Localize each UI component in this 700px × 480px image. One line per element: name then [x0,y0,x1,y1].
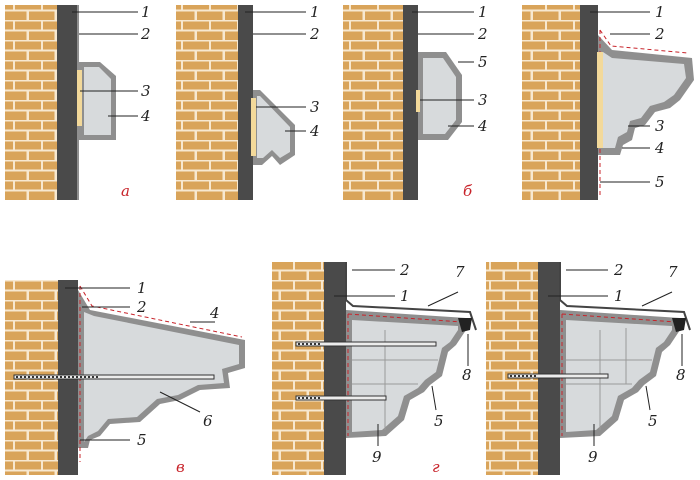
adhesive-dash-line [599,29,689,195]
label-1: 1 [141,3,151,21]
label-5: 5 [655,173,665,191]
label-9: 9 [588,448,598,466]
adhesive-strip [77,70,82,126]
concrete-wall [403,5,418,200]
label-3: 3 [310,98,320,116]
adhesive-strip [416,90,420,112]
concrete-wall [238,5,253,200]
label-8: 8 [676,366,686,384]
cornice-core [352,320,458,432]
label-7: 7 [668,263,678,281]
brick-wall [176,5,238,200]
label-1: 1 [614,287,624,305]
drip-profile [672,318,686,332]
anchor-rod [507,373,609,379]
label-5: 5 [648,412,658,430]
label-1: 1 [655,3,665,21]
cornice-core [257,96,290,158]
label-7: 7 [455,263,465,281]
label-2: 2 [140,25,151,43]
label-3: 3 [141,82,151,100]
anchor-rod-lower [295,395,387,401]
label-1: 1 [478,3,488,21]
adhesive-strip [597,52,603,148]
label-4: 4 [140,107,151,125]
label-2: 2 [477,25,488,43]
brick-wall [272,262,324,475]
label-3: 3 [655,117,665,135]
cornice-core [423,58,456,134]
label-5: 5 [137,431,147,449]
panel-letter: в [176,458,185,476]
adhesive-dash-line [79,285,243,462]
label-3: 3 [478,91,488,109]
cornice-core [603,52,686,148]
brick-wall [5,5,57,200]
adhesive-dash-line [347,313,463,436]
panel-b: 1 2 5 3 4 б [343,3,488,200]
core-divisions [566,328,652,430]
label-8: 8 [462,366,472,384]
concrete-wall [538,262,560,475]
label-4: 4 [477,117,488,135]
label-4: 4 [309,122,320,140]
adhesive-dash-line [561,313,677,436]
panel-b-variant: 1 2 3 4 5 [522,3,694,200]
panel-letter: а [121,182,130,200]
panel-v: 1 2 4 6 5 в [5,279,245,476]
panel-letter: г [432,458,440,476]
brick-wall [522,5,580,200]
panel-g-variant: 2 7 1 8 5 9 [486,261,691,475]
cornice-core [84,67,111,135]
panel-letter: б [463,182,473,200]
label-1: 1 [400,287,410,305]
concrete-wall [57,5,77,200]
label-4: 4 [654,139,665,157]
label-2: 2 [309,25,320,43]
brick-wall [343,5,403,200]
panel-a: 1 2 3 4 а [5,3,151,200]
concrete-wall [324,262,346,475]
panel-g: 2 7 1 8 5 9 г [272,261,477,476]
adhesive-strip [251,98,256,156]
label-1: 1 [310,3,320,21]
cornice-core [566,320,672,432]
label-5: 5 [434,412,444,430]
label-4: 4 [209,304,220,322]
core-divisions [352,330,438,430]
anchor-rod-upper [295,341,437,347]
label-2: 2 [399,261,410,279]
label-2: 2 [613,261,624,279]
concrete-wall [580,5,598,200]
label-5: 5 [478,53,488,71]
brick-wall [486,262,538,475]
label-1: 1 [137,279,147,297]
drip-profile [458,318,472,332]
label-2: 2 [136,298,147,316]
label-6: 6 [203,412,213,430]
label-9: 9 [372,448,382,466]
anchor-rod [13,374,215,380]
panel-a-variant: 1 2 3 4 [176,3,320,200]
label-2: 2 [654,25,665,43]
